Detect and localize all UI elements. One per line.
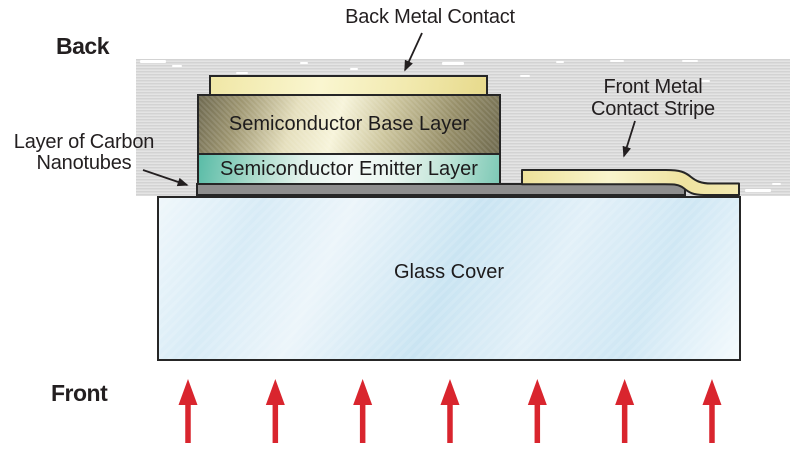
texture-dash: [700, 80, 710, 82]
texture-dash: [172, 65, 182, 67]
glass-cover-layer: Glass Cover: [157, 196, 741, 361]
texture-dash: [350, 68, 358, 70]
light-arrow: [178, 379, 198, 443]
semiconductor-emitter-layer: Semiconductor Emitter Layer: [197, 153, 501, 185]
emitter-layer-label: Semiconductor Emitter Layer: [220, 157, 478, 180]
texture-dash: [300, 62, 308, 64]
texture-dash: [236, 72, 248, 74]
light-arrow: [527, 379, 547, 443]
texture-dash: [520, 75, 530, 77]
front-metal-contact-callout: Front Metal Contact Stripe: [572, 76, 734, 120]
texture-dash: [772, 183, 781, 185]
texture-dash: [556, 61, 564, 63]
back-metal-contact-callout: Back Metal Contact: [332, 6, 528, 29]
back-orientation-label: Back: [56, 33, 109, 59]
front-metal-callout-line1: Front Metal: [603, 76, 703, 98]
front-orientation-label: Front: [51, 380, 108, 406]
light-arrow: [615, 379, 635, 443]
semiconductor-base-layer: Semiconductor Base Layer: [197, 94, 501, 155]
front-metal-callout-line2: Contact Stripe: [591, 98, 715, 120]
carbon-nanotube-callout: Layer of Carbon Nanotubes: [6, 132, 162, 174]
light-arrow: [265, 379, 285, 443]
base-layer-label: Semiconductor Base Layer: [228, 113, 470, 135]
texture-dash: [610, 60, 624, 62]
texture-dash: [140, 60, 166, 63]
light-arrow: [702, 379, 722, 443]
carbon-nanotube-callout-line1: Layer of Carbon: [13, 131, 155, 153]
carbon-nanotube-callout-line2: Nanotubes: [36, 152, 132, 174]
texture-dash: [442, 62, 464, 65]
texture-dash: [745, 189, 771, 192]
texture-dash: [682, 60, 698, 62]
light-arrow: [353, 379, 373, 443]
back-metal-contact-callout-text: Back Metal Contact: [345, 6, 515, 28]
glass-cover-label: Glass Cover: [393, 261, 505, 283]
back-metal-contact-layer: [209, 75, 488, 96]
light-arrow: [440, 379, 460, 443]
